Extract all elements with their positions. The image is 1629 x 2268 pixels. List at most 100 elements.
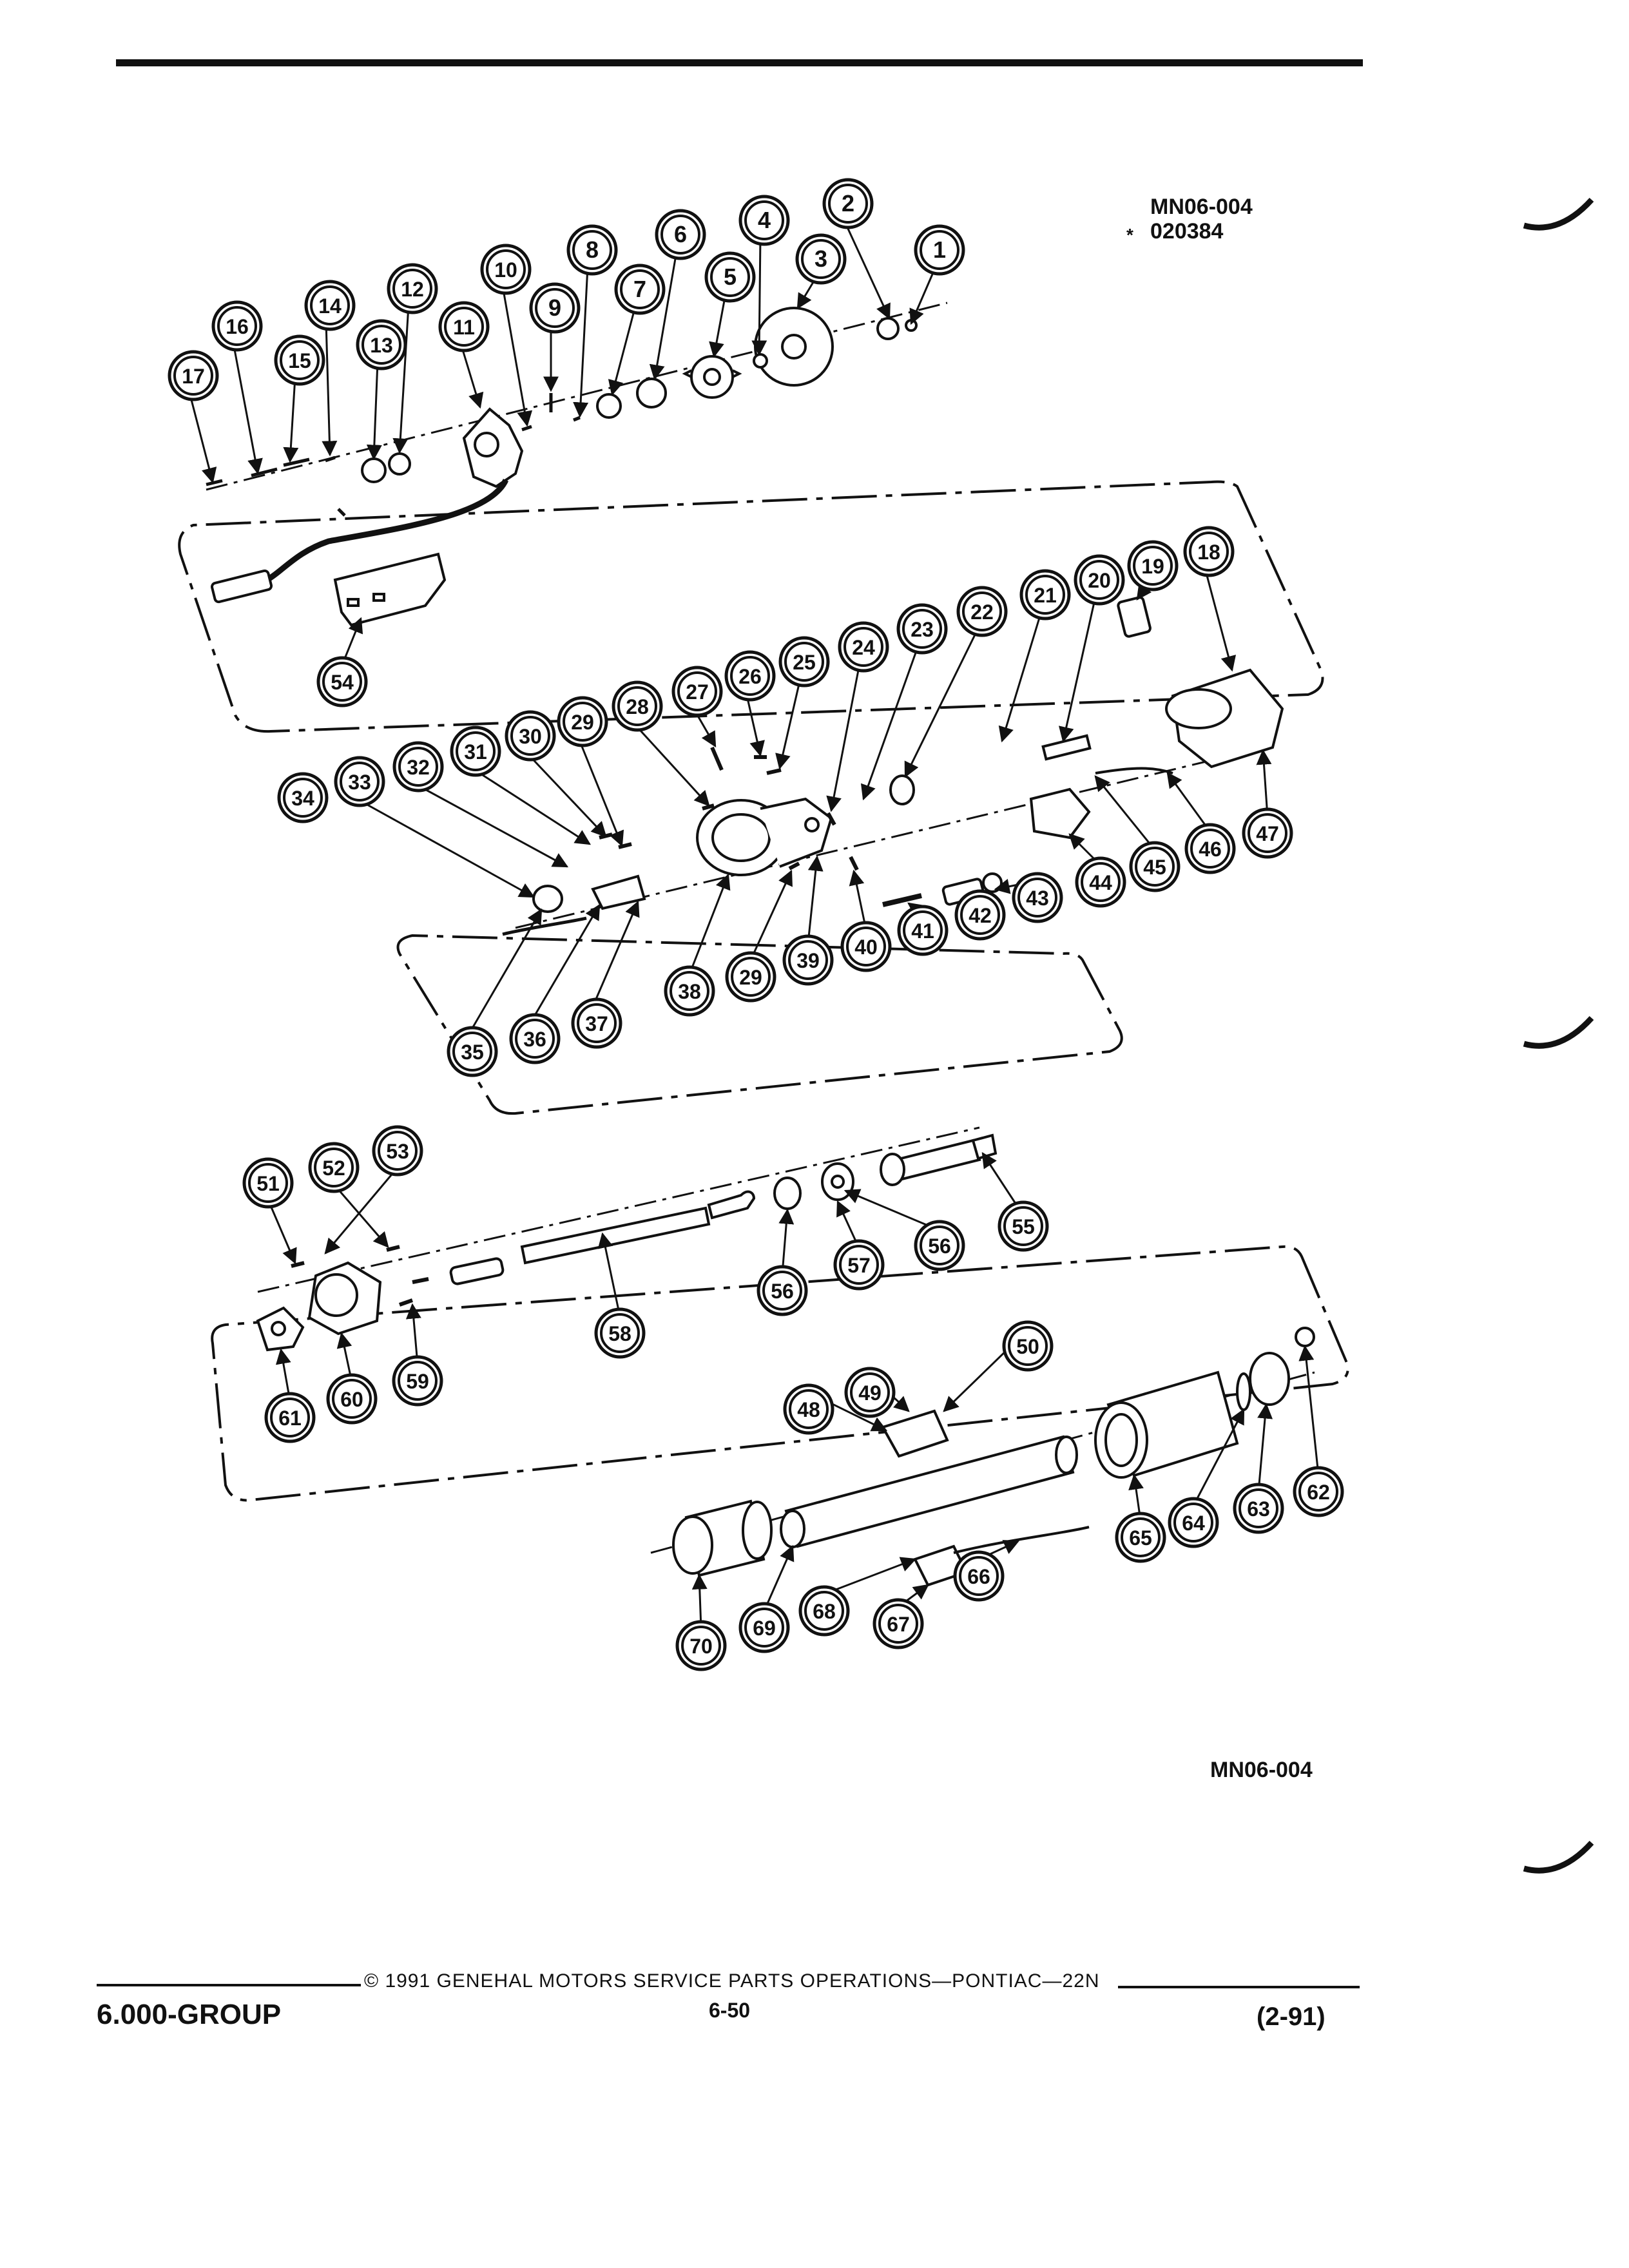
callout-8: 8	[566, 224, 618, 276]
callout-64: 64	[1168, 1497, 1219, 1548]
callout-57: 57	[833, 1239, 885, 1291]
callout-label: 18	[1197, 541, 1220, 564]
callout-label: 26	[738, 665, 762, 688]
footer-date: (2-91)	[1257, 2003, 1325, 2031]
part-lock-housing	[696, 797, 833, 876]
callout-45: 45	[1129, 841, 1181, 892]
callout-42: 42	[954, 889, 1006, 941]
callout-18: 18	[1183, 526, 1235, 577]
callout-label: 25	[793, 651, 816, 674]
callout-38: 38	[664, 965, 715, 1017]
callout-59: 59	[392, 1355, 443, 1407]
callout-label: 36	[523, 1028, 546, 1051]
callout-15: 15	[274, 334, 325, 386]
callout-label: 70	[689, 1635, 713, 1658]
callout-62: 62	[1293, 1466, 1344, 1517]
callout-label: 62	[1307, 1481, 1330, 1504]
callout-20: 20	[1074, 554, 1125, 606]
callout-label: 48	[797, 1398, 820, 1421]
group-outline-top	[178, 480, 1324, 733]
callout-47: 47	[1242, 807, 1293, 859]
callout-12: 12	[387, 263, 438, 314]
callout-label: 4	[758, 207, 771, 233]
callout-label: 38	[678, 980, 701, 1003]
callout-label: 29	[571, 711, 594, 734]
footer-rule-right	[1118, 1986, 1360, 1988]
callout-label: 65	[1129, 1526, 1152, 1550]
callout-53: 53	[372, 1125, 423, 1177]
callout-label: 33	[348, 771, 371, 794]
callout-68: 68	[798, 1585, 850, 1637]
callout-label: 68	[813, 1600, 836, 1623]
callout-label: 41	[911, 919, 934, 943]
callout-label: 21	[1034, 584, 1057, 607]
part-small-pins-shaft	[291, 1245, 429, 1307]
callout-label: 37	[585, 1012, 608, 1035]
callout-36: 36	[509, 1013, 561, 1064]
edge-mark-top	[1523, 197, 1594, 231]
group-outline-middle	[396, 934, 1123, 1115]
part-wiring-cover	[333, 552, 447, 627]
part-ignition-switch-housing	[1029, 596, 1284, 840]
callout-29: 29	[557, 696, 608, 747]
callout-50: 50	[1002, 1320, 1054, 1372]
callout-label: 42	[969, 904, 992, 927]
callout-51: 51	[242, 1157, 294, 1209]
callout-13: 13	[356, 319, 407, 370]
callout-label: 66	[967, 1565, 990, 1588]
callout-30: 30	[505, 710, 556, 762]
callout-label: 59	[406, 1370, 429, 1393]
callout-label: 8	[586, 236, 599, 263]
callout-label: 15	[288, 349, 311, 372]
part-steering-shaft	[449, 1133, 998, 1285]
callout-63: 63	[1233, 1483, 1284, 1534]
callout-35: 35	[447, 1026, 498, 1077]
callout-label: 63	[1247, 1497, 1270, 1521]
callout-22: 22	[956, 586, 1008, 637]
figure-code: 020384	[1150, 219, 1224, 244]
caption-id: MN06-004	[1210, 1758, 1313, 1782]
callout-24: 24	[838, 621, 889, 673]
callout-19: 19	[1127, 540, 1179, 591]
part-upper-housing	[1094, 1327, 1315, 1479]
callout-label: 34	[291, 787, 314, 810]
callout-label: 32	[407, 756, 430, 779]
callout-label: 1	[933, 236, 946, 263]
callout-43: 43	[1012, 872, 1063, 923]
callout-label: 43	[1026, 887, 1049, 910]
footer-group: 6.000-GROUP	[97, 1999, 282, 2030]
callout-52: 52	[308, 1142, 360, 1193]
part-lock-plate	[596, 307, 834, 419]
callout-70: 70	[675, 1620, 727, 1671]
callout-65: 65	[1115, 1512, 1166, 1563]
callout-label: 31	[464, 740, 487, 764]
callout-label: 50	[1016, 1335, 1039, 1358]
edge-mark-middle	[1523, 1015, 1594, 1049]
callout-label: 45	[1143, 856, 1166, 879]
callout-41: 41	[897, 905, 949, 956]
callout-label: 55	[1012, 1215, 1035, 1238]
callout-label: 40	[854, 936, 878, 959]
callout-31: 31	[450, 726, 501, 777]
asterisk-mark: *	[1126, 225, 1133, 245]
callout-label: 10	[494, 258, 517, 282]
callout-1: 1	[914, 224, 965, 276]
callout-4: 4	[738, 195, 790, 246]
callout-label: 16	[226, 315, 249, 338]
callout-27: 27	[671, 666, 723, 717]
callout-16: 16	[211, 300, 263, 352]
callout-label: 35	[461, 1041, 484, 1064]
callout-label: 13	[370, 334, 393, 357]
group-outline-bottom	[211, 1245, 1349, 1502]
callout-67: 67	[872, 1598, 924, 1649]
callout-17: 17	[168, 350, 219, 401]
callout-label: 7	[633, 276, 646, 302]
callout-40: 40	[840, 921, 892, 972]
callout-label: 57	[847, 1254, 871, 1277]
top-rule	[116, 59, 1363, 66]
callout-label: 9	[548, 294, 561, 321]
callout-label: 51	[256, 1172, 280, 1195]
callout-label: 46	[1199, 838, 1222, 861]
callout-11: 11	[438, 301, 490, 352]
callout-label: 60	[340, 1388, 363, 1411]
